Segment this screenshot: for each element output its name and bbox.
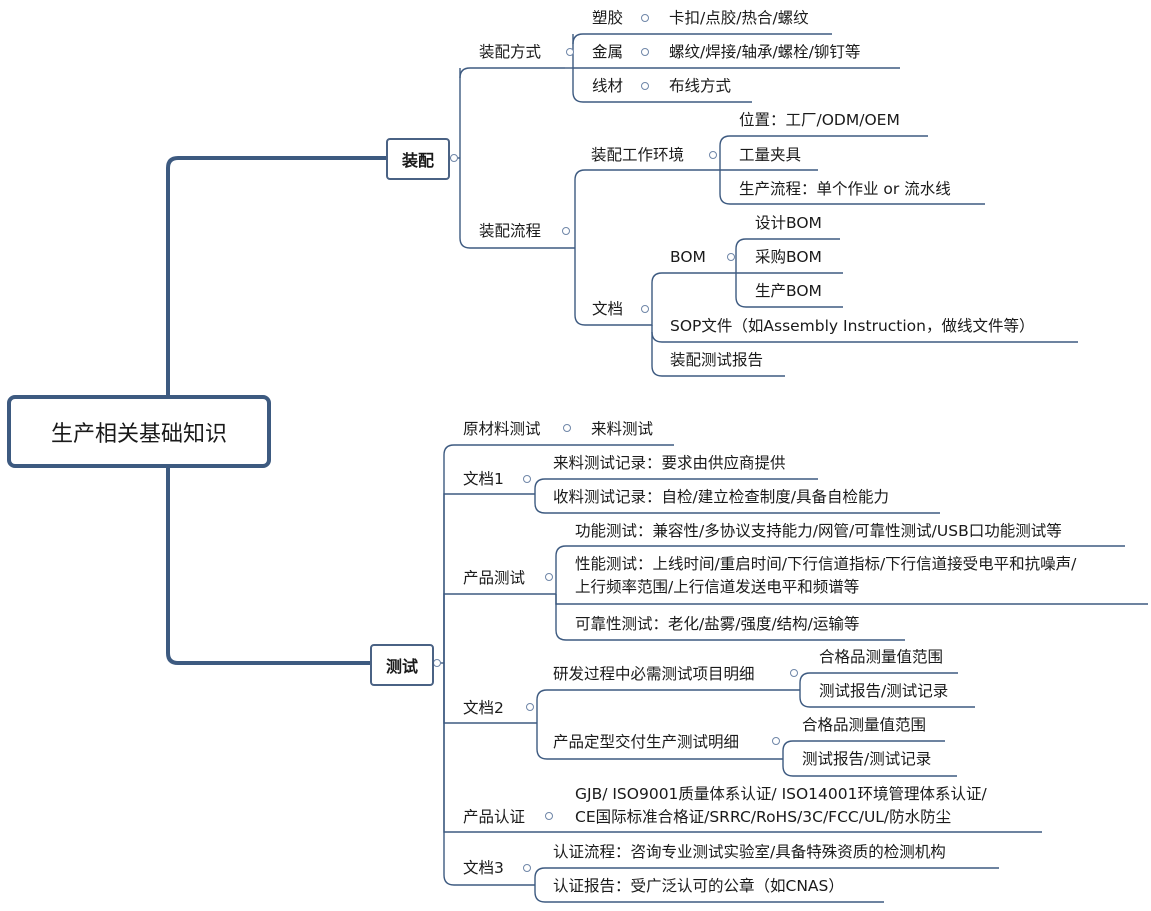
topic-assembly-label: 装配: [401, 151, 434, 170]
assembly-method-node[interactable]: 装配方式: [479, 43, 542, 61]
certification-detail-line2: CE国际标准合格证/SRRC/RoHS/3C/FCC/UL/防水防尘: [575, 808, 952, 826]
method-key-wire[interactable]: 线材: [592, 77, 624, 95]
root-label: 生产相关基础知识: [50, 421, 227, 447]
env-item[interactable]: 生产流程：单个作业 or 流水线: [739, 180, 951, 198]
incoming-test-node[interactable]: 来料测试: [591, 420, 654, 438]
rd-item[interactable]: 测试报告/测试记录: [819, 682, 949, 700]
env-item[interactable]: 位置：工厂/ODM/OEM: [739, 111, 900, 129]
topic-test-label: 测试: [385, 657, 418, 676]
method-value-wire[interactable]: 布线方式: [669, 77, 732, 95]
docs-node[interactable]: 文档: [592, 300, 624, 318]
env-item[interactable]: 工量夹具: [739, 146, 802, 164]
assembly-process-node[interactable]: 装配流程: [479, 222, 542, 240]
method-key-plastic[interactable]: 塑胶: [592, 9, 624, 27]
doc3-item[interactable]: 认证流程：咨询专业测试实验室/具备特殊资质的检测机构: [553, 843, 946, 861]
rd-test-items-node[interactable]: 研发过程中必需测试项目明细: [553, 665, 755, 683]
product-test-node[interactable]: 产品测试: [463, 569, 526, 587]
rd-item[interactable]: 合格品测量值范围: [819, 648, 944, 666]
root-topic[interactable]: 生产相关基础知识: [7, 395, 271, 468]
prod-item[interactable]: 测试报告/测试记录: [802, 750, 932, 768]
doc3-item[interactable]: 认证报告：受广泛认可的公章（如CNAS）: [553, 877, 844, 895]
raw-material-test-node[interactable]: 原材料测试: [463, 420, 541, 438]
function-test-node[interactable]: 功能测试：兼容性/多协议支持能力/网管/可靠性测试/USB口功能测试等: [575, 522, 1062, 540]
method-key-metal[interactable]: 金属: [592, 43, 624, 61]
certification-detail[interactable]: GJB/ ISO9001质量体系认证/ ISO14001环境管理体系认证/: [575, 785, 987, 803]
certification-node[interactable]: 产品认证: [463, 808, 526, 826]
method-value-metal[interactable]: 螺纹/焊接/轴承/螺栓/铆钉等: [669, 43, 861, 61]
production-test-items-node[interactable]: 产品定型交付生产测试明细: [553, 733, 740, 751]
sop-node[interactable]: SOP文件（如Assembly Instruction，做线文件等）: [670, 317, 1035, 335]
work-env-node[interactable]: 装配工作环境: [591, 146, 685, 164]
reliability-test-node[interactable]: 可靠性测试：老化/盐雾/强度/结构/运输等: [575, 615, 860, 633]
performance-test-node-line2: 上行频率范围/上行信道发送电平和频谱等: [575, 578, 860, 596]
doc1-node[interactable]: 文档1: [463, 470, 504, 488]
topic-test[interactable]: 测试: [370, 644, 434, 686]
doc2-node[interactable]: 文档2: [463, 699, 504, 717]
performance-test-node[interactable]: 性能测试：上线时间/重启时间/下行信道指标/下行信道接受电平和抗噪声/: [575, 555, 1077, 573]
bom-item[interactable]: 采购BOM: [755, 248, 822, 266]
doc1-item[interactable]: 收料测试记录：自检/建立检查制度/具备自检能力: [553, 488, 889, 506]
bom-item[interactable]: 设计BOM: [755, 214, 822, 232]
prod-item[interactable]: 合格品测量值范围: [802, 716, 927, 734]
topic-assembly[interactable]: 装配: [386, 138, 450, 180]
bom-node[interactable]: BOM: [670, 248, 706, 266]
bom-item[interactable]: 生产BOM: [755, 282, 822, 300]
assembly-report-node[interactable]: 装配测试报告: [670, 351, 764, 369]
method-value-plastic[interactable]: 卡扣/点胶/热合/螺纹: [669, 9, 809, 27]
doc1-item[interactable]: 来料测试记录：要求由供应商提供: [553, 454, 786, 472]
doc3-node[interactable]: 文档3: [463, 859, 504, 877]
